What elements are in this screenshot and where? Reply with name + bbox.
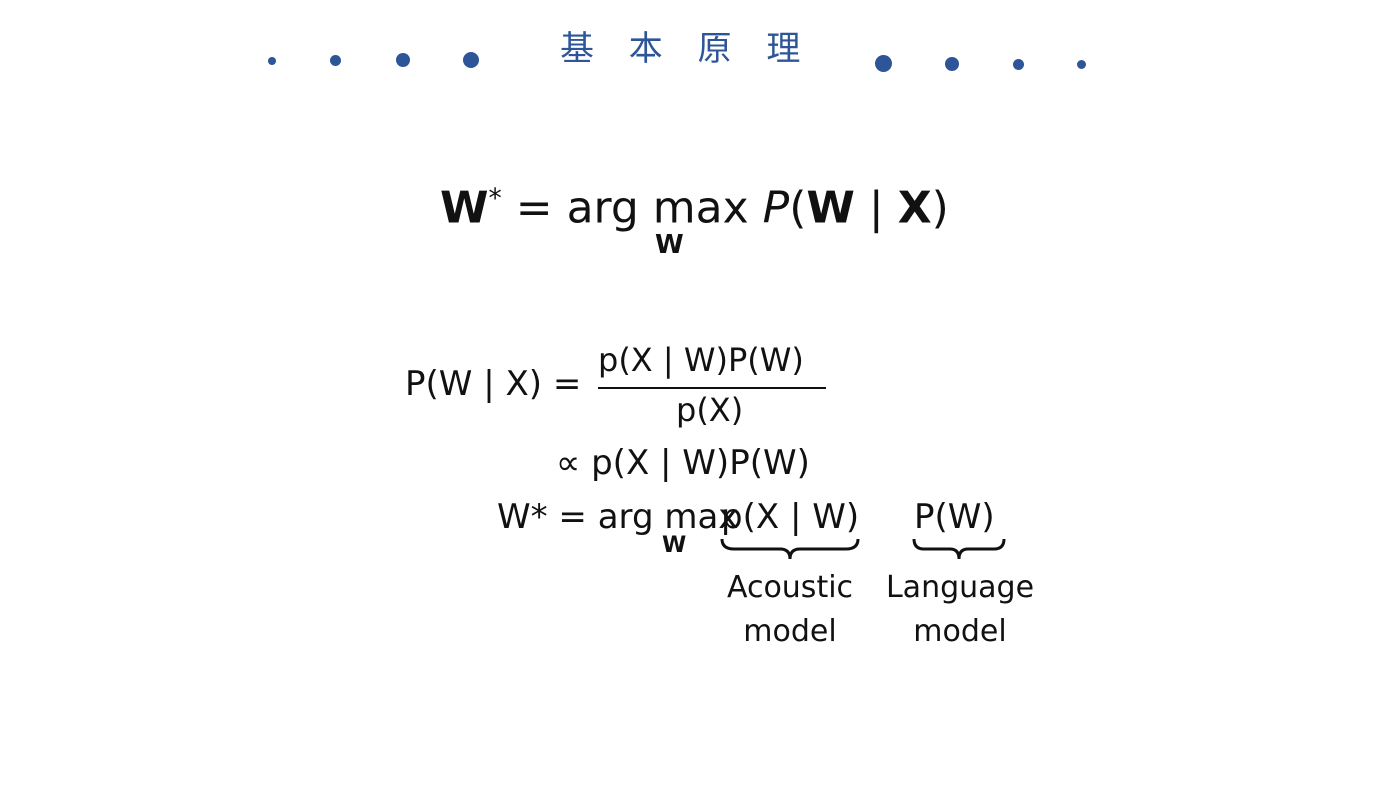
decorative-dot — [396, 53, 410, 67]
acoustic-label-line2: model — [743, 614, 837, 649]
decorative-dot — [463, 52, 479, 68]
formula-bar: | — [854, 182, 898, 234]
acoustic-label-line1: Acoustic — [726, 570, 854, 605]
bayes-denominator: p(X) — [676, 391, 744, 429]
decorative-dot — [945, 57, 959, 71]
decorative-dot — [1077, 60, 1086, 69]
decorative-dot — [330, 55, 341, 66]
formula-argmax: W* = arg max P(W | X) — [440, 182, 949, 234]
formula-star: * — [488, 183, 502, 214]
formula-var-w: W — [440, 182, 489, 234]
decorative-dot — [1013, 59, 1024, 70]
formula-var-w: W — [806, 182, 855, 234]
formula-var-x: X — [897, 182, 932, 234]
language-label-line1: Language — [885, 570, 1035, 605]
language-label-line2: model — [913, 614, 1007, 649]
formula-paren: ) — [931, 182, 949, 234]
formula-argmax-subscript: W — [655, 230, 684, 260]
acoustic-underbrace — [720, 538, 860, 560]
bayes-numerator: p(X | W)P(W) — [598, 341, 804, 379]
formula-prob-p: P — [762, 182, 790, 234]
language-term: P(W) — [914, 497, 995, 537]
bayes-lhs: P(W | X) = — [405, 364, 582, 404]
fraction-bar — [598, 387, 826, 389]
argmax-line-lhs: W* = arg max — [497, 497, 739, 537]
page-title: 基 本 原 理 — [560, 29, 813, 69]
language-underbrace — [912, 538, 1006, 560]
language-model-label: Language model — [880, 566, 1040, 654]
argmax-line-subscript: W — [662, 533, 687, 558]
acoustic-term: p(X | W) — [721, 497, 860, 537]
acoustic-model-label: Acoustic model — [720, 566, 860, 654]
formula-argmax-text: = arg max — [501, 182, 763, 234]
decorative-dot — [268, 57, 276, 65]
decorative-dot — [875, 55, 892, 72]
formula-paren: ( — [789, 182, 807, 234]
proportional-line: ∝ p(X | W)P(W) — [556, 443, 810, 483]
